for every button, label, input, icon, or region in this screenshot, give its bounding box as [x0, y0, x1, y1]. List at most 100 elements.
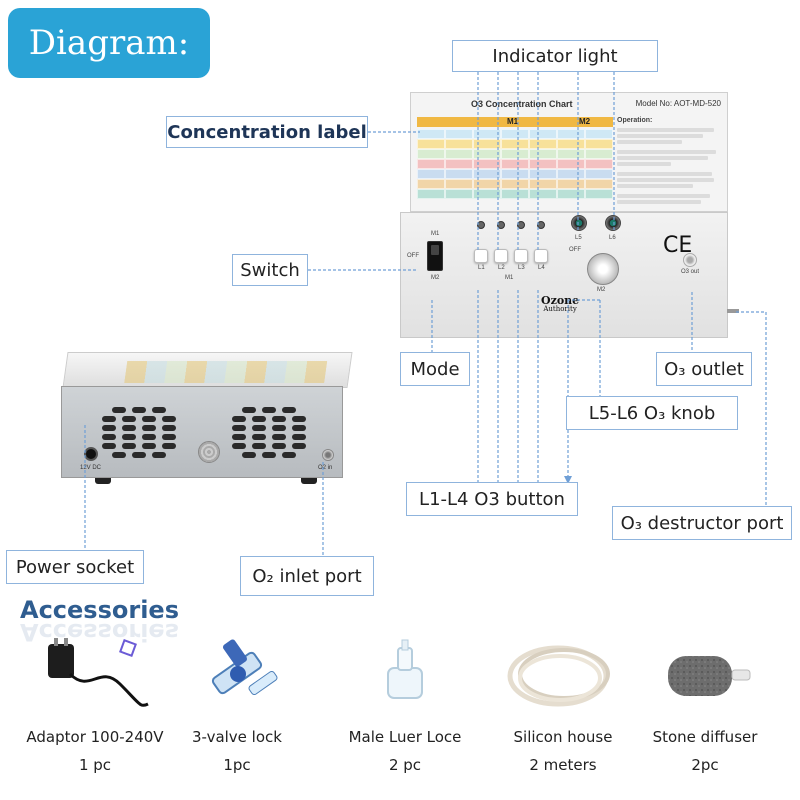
callout-o3-outlet: O₃ outlet — [656, 352, 752, 386]
vent-slot — [282, 452, 296, 458]
grid-cell — [417, 169, 445, 179]
concentration-chart-panel: O3 Concentration Chart Model No: AOT-MD-… — [410, 92, 728, 212]
callout-indicator-light: Indicator light — [452, 40, 658, 72]
vent-slot — [292, 425, 306, 431]
vent-slot — [142, 425, 156, 431]
grid-row — [417, 169, 613, 179]
grid-cell — [417, 159, 445, 169]
vent-slot — [282, 407, 296, 413]
tubing-icon — [507, 645, 610, 707]
vent-slot — [232, 434, 246, 440]
grid-cell — [529, 189, 557, 199]
vent-slot — [162, 416, 176, 422]
accessory-name: Stone diffuser — [652, 728, 758, 746]
vent-slot — [292, 416, 306, 422]
grid-cell — [501, 189, 529, 199]
grid-cell — [501, 129, 529, 139]
grid-cell — [445, 139, 473, 149]
grid-cell — [473, 149, 501, 159]
grid-cell — [501, 139, 529, 149]
o3-button-l2[interactable] — [494, 249, 508, 263]
vent-slot — [242, 452, 256, 458]
accessory-name: 3-valve lock — [192, 728, 282, 746]
callout-concentration-label: Concentration label — [166, 116, 368, 148]
accessory-tubing: Silicon house 2 meters — [488, 634, 638, 794]
power-socket-jack[interactable] — [84, 447, 98, 461]
accessory-adaptor: Adaptor 100-240V 1 pc — [20, 634, 170, 794]
callout-power-socket: Power socket — [6, 550, 144, 584]
vent-left — [102, 407, 182, 459]
callout-l1-l4-button: L1-L4 O3 button — [406, 482, 578, 516]
grid-cell — [445, 159, 473, 169]
o3-button-l4[interactable] — [534, 249, 548, 263]
vent-slot — [292, 443, 306, 449]
callout-switch: Switch — [232, 254, 308, 286]
grid-cell — [557, 169, 585, 179]
vent-slot — [132, 407, 146, 413]
vent-slot — [122, 416, 136, 422]
device-foot-right — [301, 478, 317, 484]
o3-outlet-nozzle[interactable] — [683, 253, 697, 267]
grid-row — [417, 149, 613, 159]
grid-cell — [417, 139, 445, 149]
grid-cell — [501, 169, 529, 179]
grid-cell — [473, 159, 501, 169]
chart-m2-label: M2 — [579, 117, 591, 126]
accessories-title: Accessories — [20, 596, 179, 624]
concentration-grid — [417, 129, 613, 199]
callout-mode: Mode — [400, 352, 470, 386]
vent-slot — [232, 443, 246, 449]
vent-slot — [232, 425, 246, 431]
vent-slot — [142, 434, 156, 440]
vent-slot — [162, 434, 176, 440]
front-panel-body: M1 OFF M2 L1 L2 L3 L4 M1 L5 L6 OFF M2 CE… — [400, 212, 739, 338]
grid-row — [417, 139, 613, 149]
diagram-title-badge: Diagram: — [8, 8, 210, 78]
fan-emblem-icon — [198, 441, 220, 463]
logo-line-1: Ozone — [541, 294, 580, 307]
grid-cell — [529, 169, 557, 179]
callout-o2-inlet-port: O₂ inlet port — [240, 556, 374, 596]
vent-slot — [272, 416, 286, 422]
vent-slot — [102, 443, 116, 449]
vent-slot — [122, 434, 136, 440]
vent-slot — [252, 443, 266, 449]
accessory-qty: 2pc — [691, 756, 719, 774]
grid-cell — [473, 169, 501, 179]
destructor-port-pin[interactable] — [727, 309, 739, 313]
accessory-qty: 2 pc — [388, 756, 422, 774]
grid-row — [417, 189, 613, 199]
vent-slot — [162, 443, 176, 449]
device-front-view: O3 Concentration Chart Model No: AOT-MD-… — [400, 92, 739, 338]
o3-knob[interactable] — [587, 253, 619, 285]
o3-button-l3[interactable] — [514, 249, 528, 263]
vent-slot — [272, 425, 286, 431]
accessory-diffuser: Stone diffuser 2pc — [630, 634, 780, 794]
grid-cell — [445, 149, 473, 159]
knob-label-off: OFF — [569, 247, 581, 253]
operation-heading: Operation: — [617, 117, 653, 124]
accessory-name: Silicon house — [513, 728, 613, 746]
vent-slot — [272, 434, 286, 440]
vent-slot — [142, 416, 156, 422]
grid-cell — [529, 129, 557, 139]
chart-header-bar — [417, 117, 613, 127]
chart-m1-label: M1 — [507, 117, 519, 126]
grid-cell — [557, 159, 585, 169]
o3-button-l1[interactable] — [474, 249, 488, 263]
vent-slot — [152, 452, 166, 458]
vent-slot — [122, 443, 136, 449]
vent-slot — [232, 416, 246, 422]
vent-slot — [252, 416, 266, 422]
label-l6: L6 — [609, 235, 616, 241]
power-adapter-icon — [48, 638, 149, 707]
model-number: Model No: AOT-MD-520 — [635, 99, 721, 108]
rocker-switch[interactable] — [427, 241, 443, 271]
mode-label: M1 — [505, 275, 514, 281]
chart-title: O3 Concentration Chart — [471, 99, 573, 109]
stone-diffuser-icon — [668, 656, 751, 696]
callout-o3-destructor-port: O₃ destructor port — [612, 506, 792, 540]
o2-inlet-nozzle[interactable] — [322, 449, 334, 461]
accessory-name: Male Luer Loce — [348, 728, 462, 746]
